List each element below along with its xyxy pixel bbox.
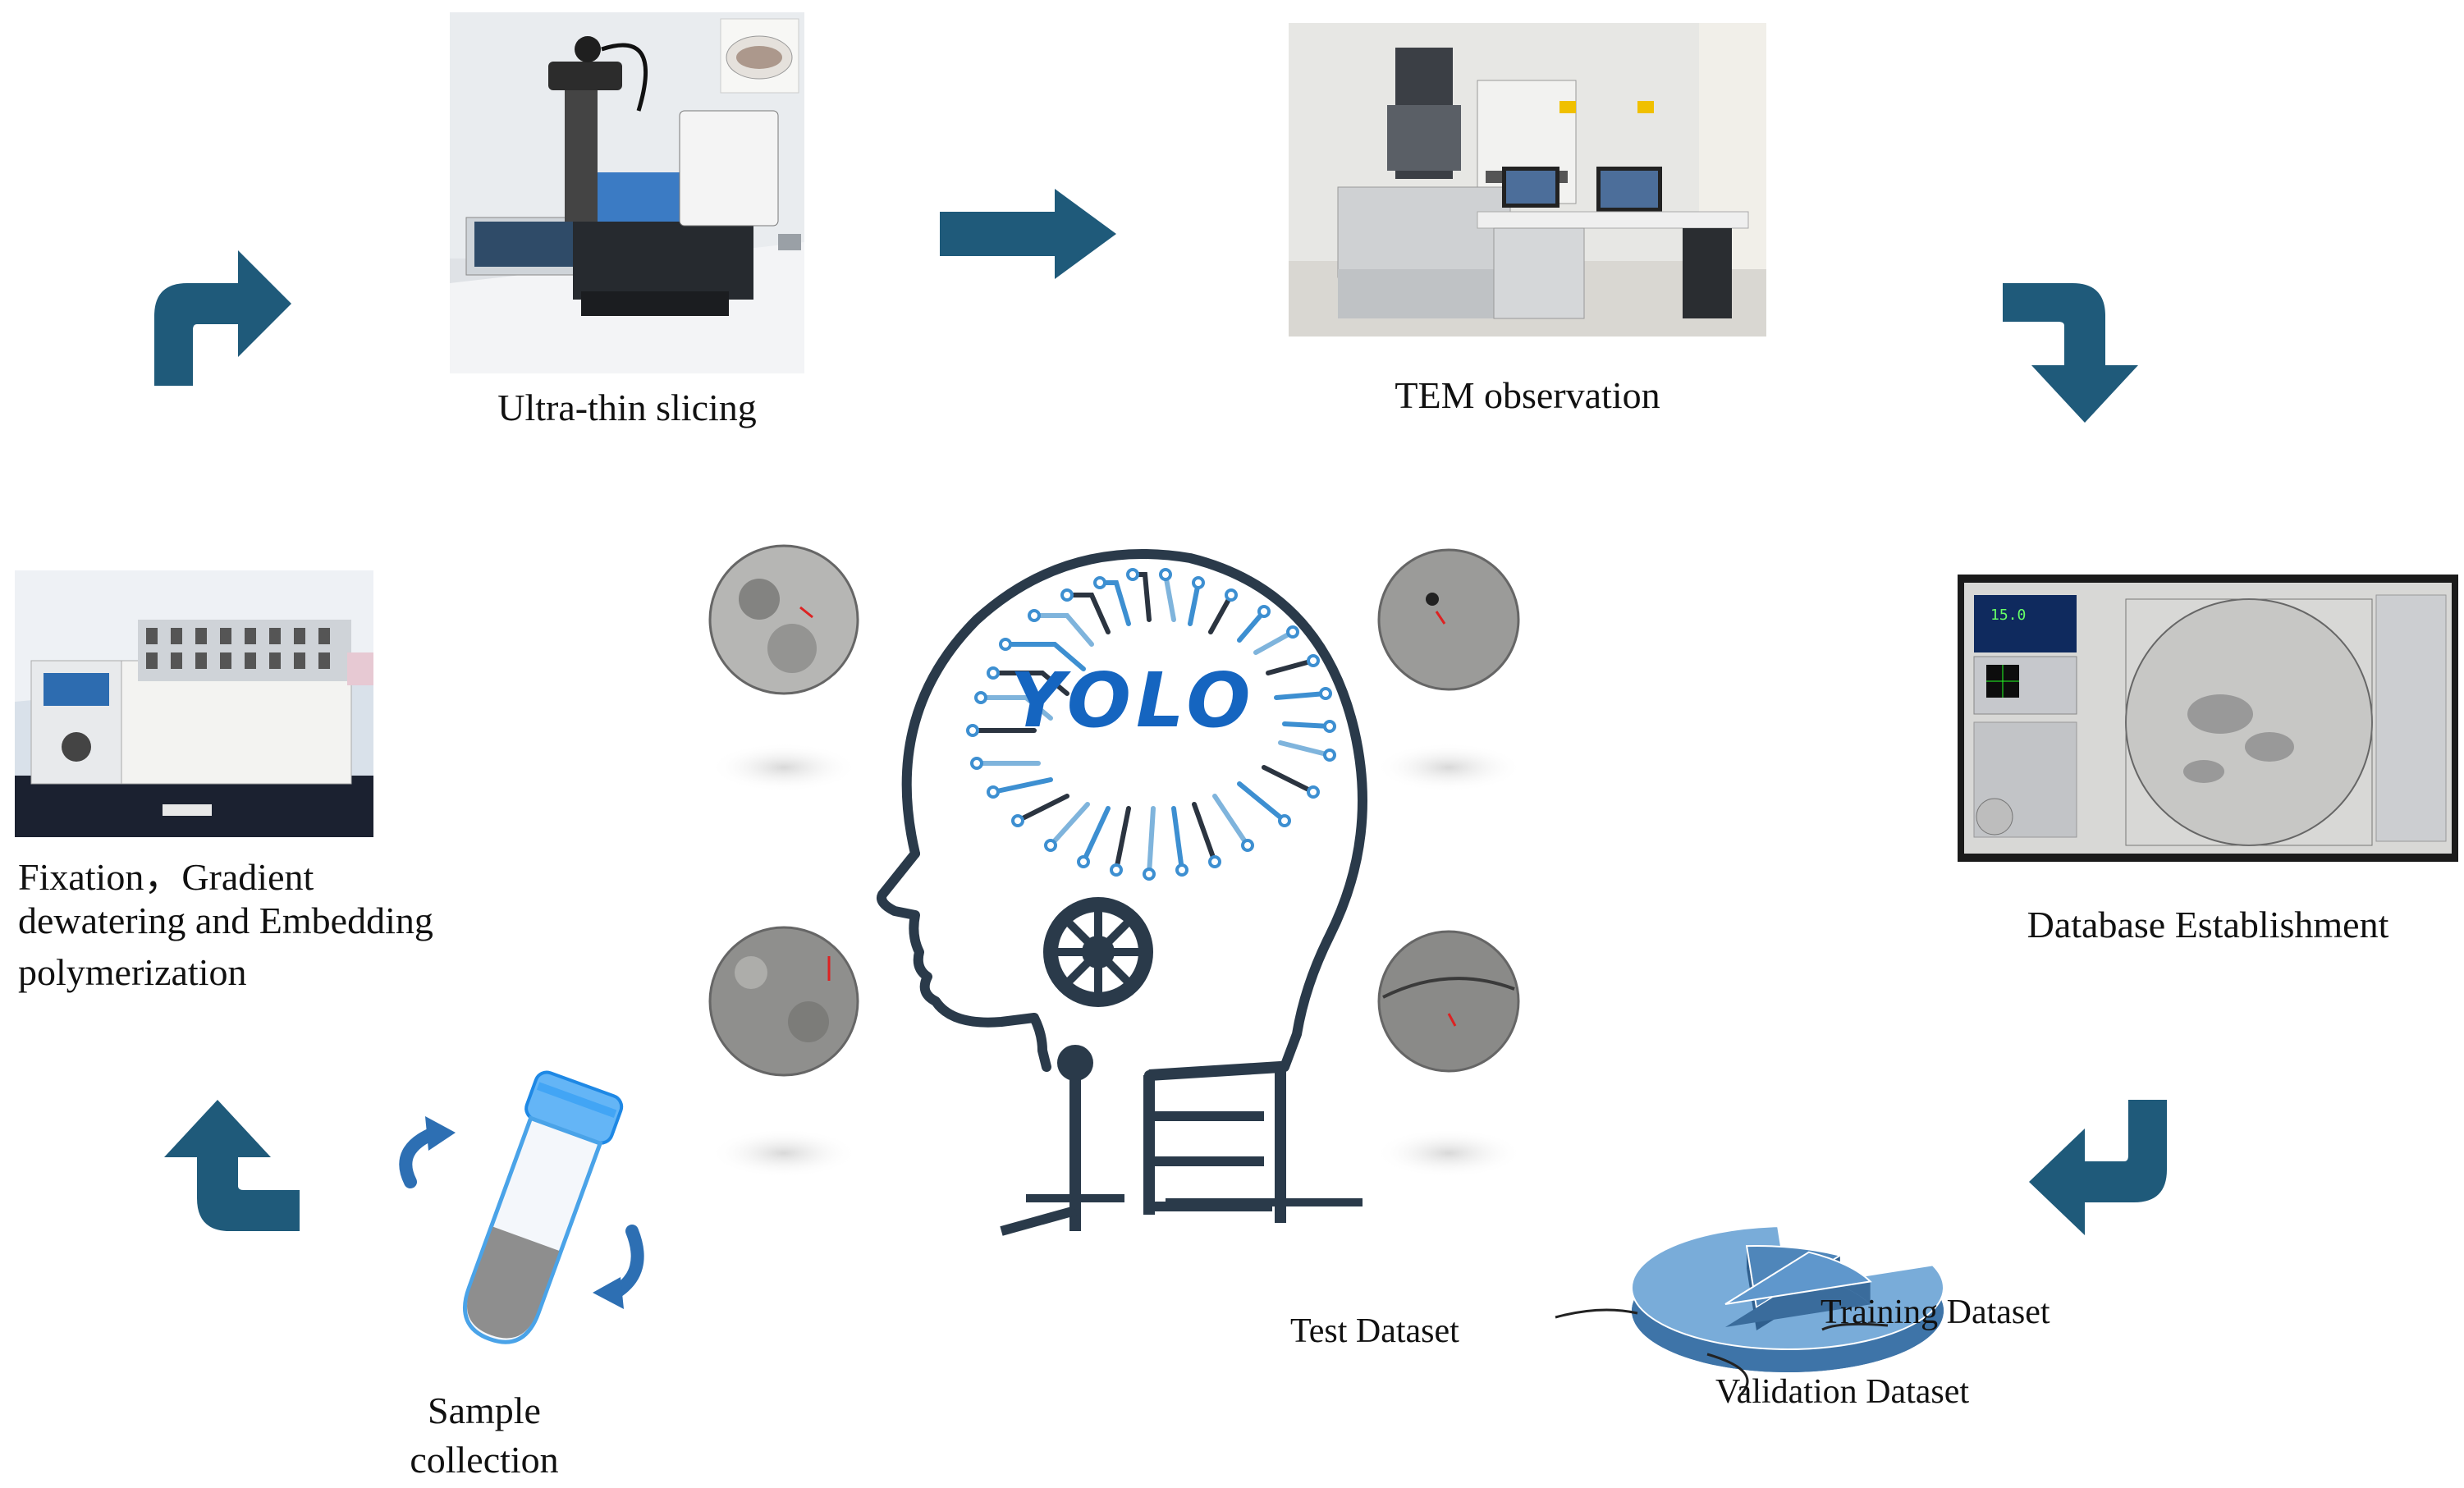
step-label-slicing: Ultra-thin slicing: [497, 387, 757, 428]
ai-head-illustration: [877, 549, 1367, 1236]
step-label-fixation-3: polymerization: [18, 951, 247, 993]
yolo-title: YOLO: [1010, 657, 1256, 744]
sample-tube-icon: [399, 1070, 644, 1344]
step-label-database: Database Establishment: [2027, 904, 2389, 945]
pie-label-validation: Validation Dataset: [1715, 1373, 1970, 1411]
curved-arrow-down-left-icon: [2029, 1100, 2167, 1235]
micrograph-bottom-right: [1375, 930, 1523, 1178]
ultramicrotome-photo: [450, 12, 804, 373]
test-leader-line: [1555, 1308, 1638, 1319]
tem-microscope-photo: [1289, 23, 1766, 337]
database-screen-photo: 15.0: [1958, 575, 2458, 862]
svg-text:15.0: 15.0: [1990, 607, 2026, 624]
curved-arrow-up-right-icon: [154, 250, 291, 386]
validation-leader-line: [1706, 1353, 1749, 1397]
step-label-fixation-2: dewatering and Embedding: [18, 900, 433, 941]
training-leader-line: [1821, 1322, 1889, 1331]
step-label-fixation-1: Fixation，Gradient: [18, 856, 314, 898]
dataset-pie-chart: [1555, 1225, 1944, 1397]
curved-arrow-left-up-icon: [164, 1100, 300, 1231]
pie-slice-test-top: [1724, 1251, 1872, 1305]
micrograph-top-left: [708, 544, 859, 792]
pie-slices-layer: [1631, 1225, 1944, 1372]
step-label-tem: TEM observation: [1395, 374, 1660, 416]
micrograph-bottom-left: [708, 926, 859, 1178]
pie-slice-test-base: [1725, 1275, 1871, 1327]
arrow-right-icon: [940, 189, 1116, 279]
micrograph-top-right: [1375, 548, 1523, 792]
fixation-device-photo: [15, 570, 373, 837]
step-label-sample-2: collection: [410, 1439, 559, 1481]
step-label-sample-1: Sample: [428, 1390, 541, 1431]
pie-label-training: Training Dataset: [1821, 1293, 2050, 1331]
curved-arrow-right-down-icon: [2003, 283, 2138, 423]
pie-slice-test: [1724, 1251, 1872, 1327]
pie-label-test: Test Dataset: [1290, 1312, 1459, 1350]
